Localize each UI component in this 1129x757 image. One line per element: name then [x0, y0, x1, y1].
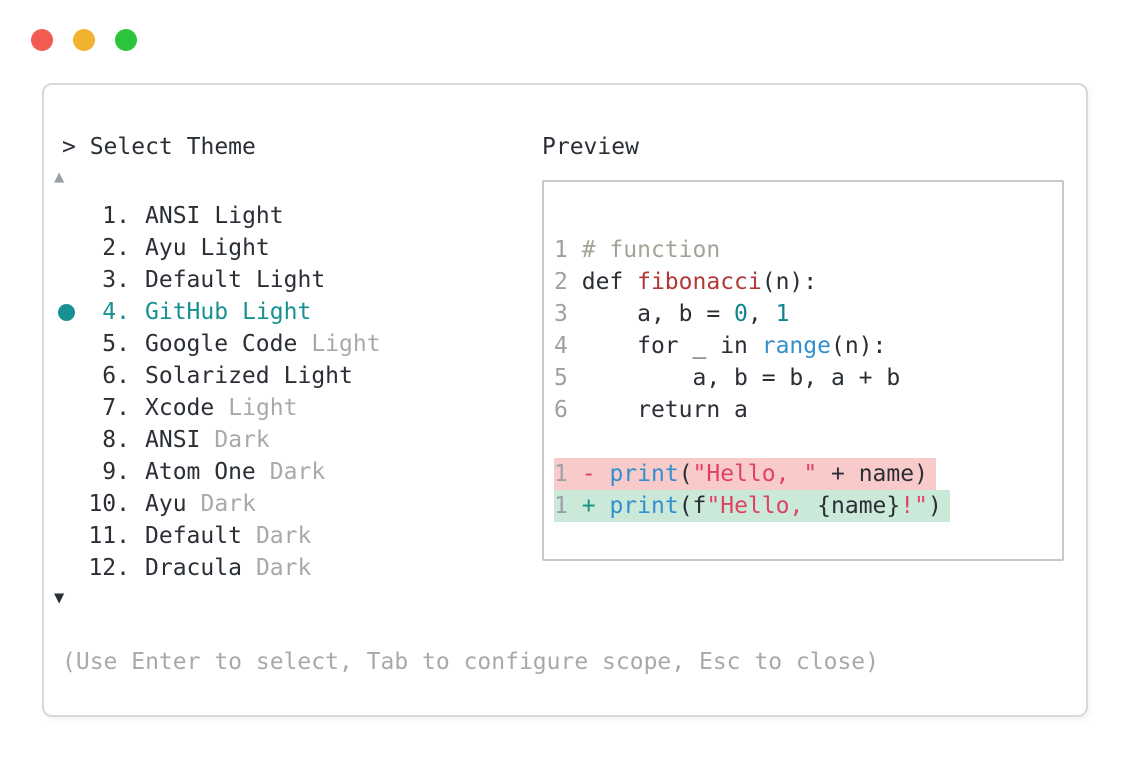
theme-list-item[interactable]: 6. Solarized Light	[44, 360, 524, 392]
theme-list-item[interactable]: 8. ANSI Dark	[44, 424, 524, 456]
theme-name: GitHub	[145, 299, 229, 325]
theme-number: 12.	[88, 555, 130, 581]
theme-name: Ayu	[145, 491, 187, 517]
theme-variant: Light	[283, 363, 353, 389]
theme-variant: Dark	[214, 427, 270, 453]
theme-variant: Light	[200, 235, 270, 261]
theme-number: 3.	[102, 267, 130, 293]
theme-number: 7.	[102, 395, 130, 421]
theme-list-item[interactable]: 12. Dracula Dark	[44, 552, 524, 584]
preview-panel: 1 # function 2 def fibonacci(n): 3 a, b = …	[542, 180, 1064, 561]
keyboard-hint: (Use Enter to select, Tab to configure s…	[62, 649, 879, 675]
theme-number: 2.	[102, 235, 130, 261]
theme-number: 8.	[102, 427, 130, 453]
theme-name: Google Code	[145, 331, 298, 357]
code-line: 2 def fibonacci(n):	[554, 269, 818, 295]
theme-number: 1.	[102, 203, 130, 229]
theme-variant: Light	[228, 395, 298, 421]
theme-number: 5.	[102, 331, 130, 357]
theme-variant: Dark	[255, 523, 312, 549]
theme-variant: Dark	[269, 459, 326, 485]
theme-name: ANSI	[145, 203, 201, 229]
theme-variant: Light	[255, 267, 326, 293]
diff-line-highlight: 1 - print("Hello, " + name)	[554, 458, 936, 490]
minimize-button[interactable]	[73, 29, 95, 51]
theme-name: Ayu	[145, 235, 187, 261]
theme-list-item[interactable]: 11. Default Dark	[44, 520, 524, 552]
select-theme-prompt: > Select Theme	[62, 134, 256, 160]
theme-list-item[interactable]: 2. Ayu Light	[44, 232, 524, 264]
theme-variant: Light	[214, 203, 284, 229]
theme-list-item[interactable]: 7. Xcode Light	[44, 392, 524, 424]
theme-list-item[interactable]: 10. Ayu Dark	[44, 488, 524, 520]
theme-number: 6.	[102, 363, 130, 389]
theme-variant: Light	[311, 331, 381, 357]
theme-number: 4.	[102, 299, 130, 325]
scroll-up-icon[interactable]: ▲	[54, 167, 65, 187]
theme-number: 9.	[102, 459, 130, 485]
theme-list-item[interactable]: 9. Atom One Dark	[44, 456, 524, 488]
theme-list-item[interactable]: 3. Default Light	[44, 264, 524, 296]
theme-name: Default	[145, 267, 242, 293]
theme-list-item[interactable]: 1. ANSI Light	[44, 200, 524, 232]
theme-name: Default	[145, 523, 242, 549]
code-line	[554, 426, 1062, 458]
close-button[interactable]	[31, 29, 53, 51]
theme-list-item[interactable]: 5. Google Code Light	[44, 328, 524, 360]
scroll-down-icon[interactable]: ▼	[54, 588, 65, 608]
window-controls	[31, 29, 137, 51]
code-line: 5 a, b = b, a + b	[554, 365, 901, 391]
preview-label: Preview	[542, 134, 639, 160]
theme-list-item[interactable]: 4. GitHub Light	[44, 296, 524, 328]
theme-variant: Light	[242, 299, 312, 325]
code-line: 4 for _ in range(n):	[554, 333, 887, 359]
selected-dot-icon	[58, 303, 75, 321]
diff-removed-line: 1 - print("Hello, " + name)	[554, 458, 1062, 490]
theme-name: ANSI	[145, 427, 201, 453]
theme-number: 10.	[88, 491, 130, 517]
theme-name: Atom One	[145, 459, 256, 485]
theme-name: Xcode	[145, 395, 215, 421]
maximize-button[interactable]	[115, 29, 137, 51]
theme-name: Dracula	[145, 555, 242, 581]
diff-line-highlight: 1 + print(f"Hello, {name}!")	[554, 490, 950, 522]
code-line: 1 # function	[554, 237, 721, 263]
diff-added-line: 1 + print(f"Hello, {name}!")	[554, 490, 1062, 522]
theme-number: 11.	[88, 523, 130, 549]
theme-variant: Dark	[255, 555, 312, 581]
theme-variant: Dark	[200, 491, 256, 517]
theme-name: Solarized	[145, 363, 270, 389]
theme-palette-window: > Select Theme Preview ▲ 1. ANSI Light 2. Ay…	[42, 83, 1088, 717]
code-line: 6 return a	[554, 397, 748, 423]
code-line: 3 a, b = 0, 1	[554, 301, 790, 327]
